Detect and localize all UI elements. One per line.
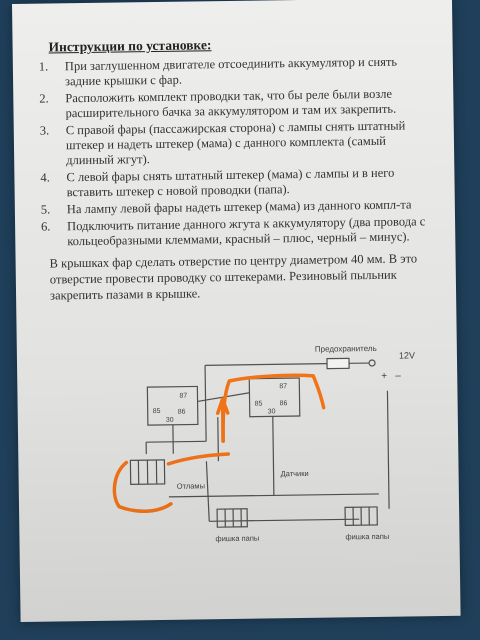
ground-wire: [386, 390, 390, 509]
headlight-plug-left: [216, 508, 248, 528]
relay-1-pin-85: 85: [153, 408, 161, 415]
minus-sign: –: [395, 371, 401, 382]
relay-2-pin-86: 86: [280, 400, 288, 407]
wire: [146, 440, 207, 443]
relay-2: [248, 377, 301, 418]
instruction-sheet: Инструкции по установке: 1.При заглушенн…: [12, 0, 461, 622]
wiring-diagram: 87 85 86 30 87 85 86 30 Предохранитель 1…: [112, 344, 415, 544]
marker-stroke: [112, 460, 173, 513]
relay-1-pin-87: 87: [179, 393, 187, 400]
sensor-label: Датчики: [281, 469, 309, 478]
ground-label: Отламы: [177, 481, 205, 490]
relay-1-pin-86: 86: [178, 409, 186, 416]
relay-2-pin-85: 85: [255, 401, 263, 408]
wire: [168, 493, 379, 498]
marker-arrow: [215, 397, 230, 443]
battery-terminal: [368, 359, 376, 367]
marker-stroke: [166, 452, 231, 466]
relay-2-pin-30: 30: [268, 408, 276, 415]
wire: [272, 416, 275, 496]
relay-1-pin-30: 30: [166, 417, 174, 424]
wire: [204, 365, 207, 442]
wire: [197, 392, 250, 403]
wire: [209, 518, 360, 522]
fuse-symbol: [326, 357, 350, 370]
plug-left-label: фишка папы: [215, 534, 259, 544]
relay-2-pin-87: 87: [279, 383, 287, 390]
wire: [205, 461, 210, 522]
fuse-label: Предохранитель: [315, 344, 377, 354]
plug-right-label: фишка папы: [345, 532, 389, 542]
voltage-label: 12V: [399, 350, 415, 360]
power-wire: [205, 363, 328, 366]
plus-sign: +: [381, 371, 387, 382]
